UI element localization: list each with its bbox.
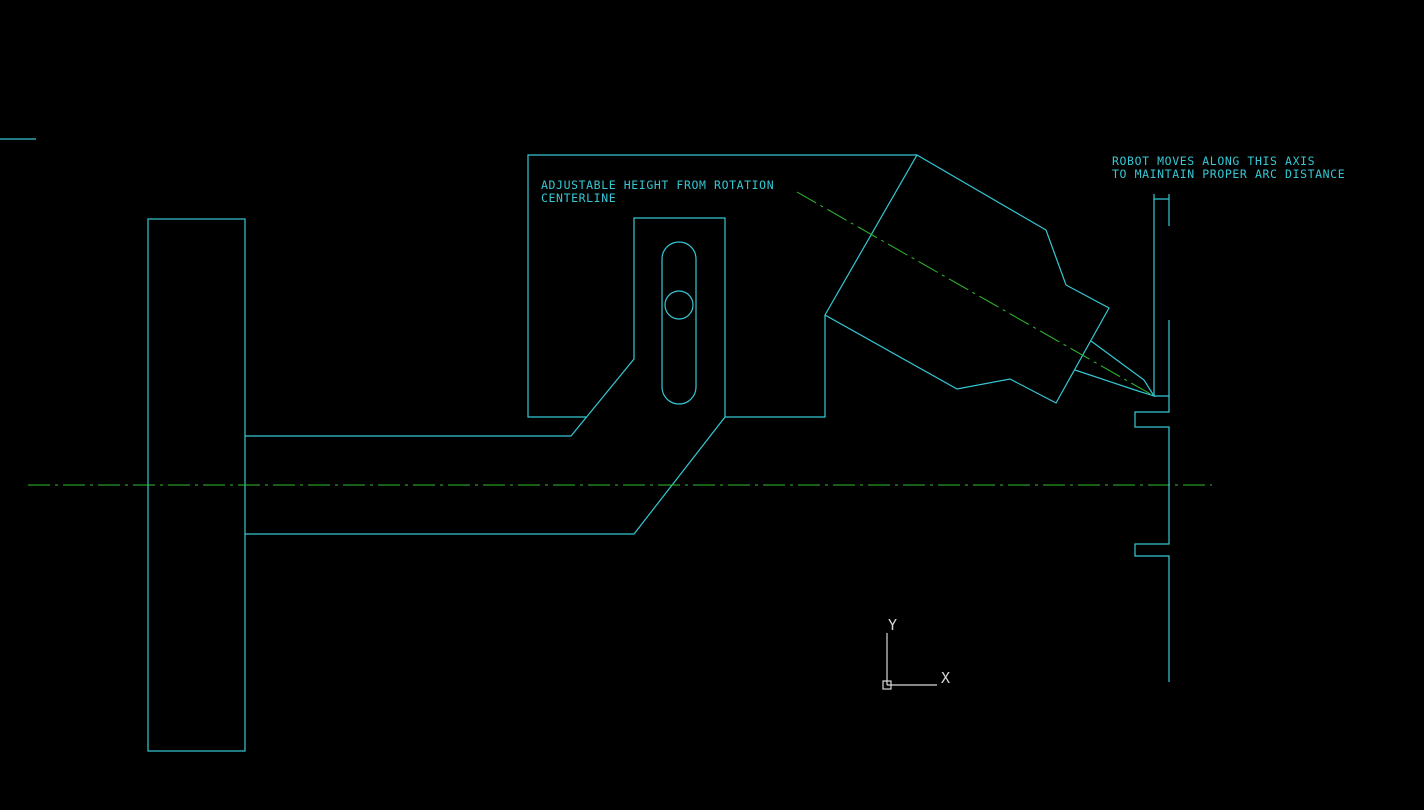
adjustable-height-label-line1: ADJUSTABLE HEIGHT FROM ROTATION	[541, 178, 774, 192]
ucs-x-label: X	[941, 669, 950, 687]
robot-axis-label-line1: ROBOT MOVES ALONG THIS AXIS	[1112, 154, 1315, 168]
ucs-y-label: Y	[888, 616, 897, 634]
welding-torch-body	[824, 154, 1110, 404]
torch-nozzle	[1074, 340, 1156, 398]
shaft-arm-outline	[245, 217, 726, 535]
workpiece-step-profile	[1134, 396, 1170, 682]
torch-bracket-lower-edge	[725, 315, 826, 418]
robot-axis-dimension-tick	[1153, 194, 1170, 200]
adjustment-slot	[661, 241, 697, 405]
adjustable-height-label-line2: CENTERLINE	[541, 191, 616, 205]
robot-axis-label-line2: TO MAINTAIN PROPER ARC DISTANCE	[1112, 167, 1345, 181]
ucs-origin-box	[882, 680, 892, 690]
torch-bracket-outline	[527, 154, 917, 418]
adjustment-bolt	[664, 290, 694, 320]
ucs-icon: Y X	[882, 616, 950, 690]
torch-axis-centerline	[796, 191, 1155, 397]
workpiece-profile-upper	[1153, 199, 1170, 397]
